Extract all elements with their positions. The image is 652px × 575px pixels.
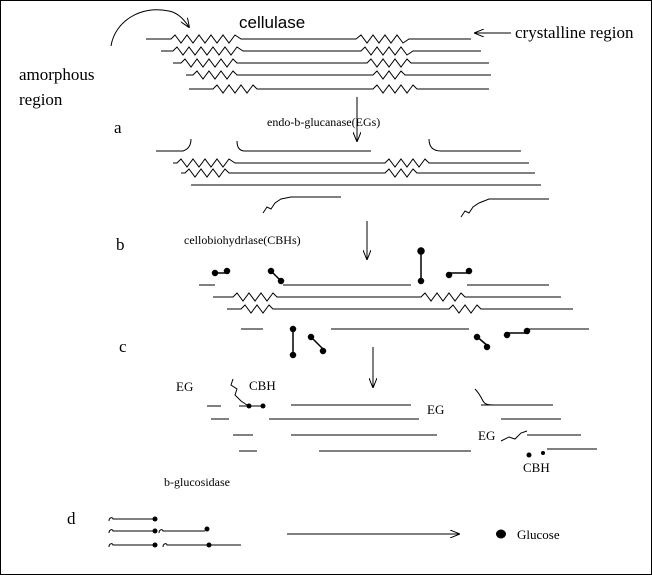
cellulose-chain [173,158,529,168]
cellobiose-units-d [108,517,241,548]
step-a-label: a [114,118,122,137]
cellulose-bundle-b [199,284,589,330]
cellulose-chain [161,46,481,56]
enzymes-bound-b [211,247,473,285]
cellulose-chain [189,84,489,94]
cellulose-chain [146,34,471,44]
cut-chain-end [156,138,192,152]
cut-chain-end [262,196,341,214]
cut-chain-end [428,138,521,152]
eg-label-2: EG [427,402,444,417]
cellulose-chain [227,304,573,314]
enzyme-heads-c [246,403,545,458]
released-cellobiose-c [289,325,531,359]
amorphous-region-label-2: region [19,90,63,109]
amorphous-pointer-curve [110,9,189,47]
cbh-label-1: CBH [249,378,276,393]
glucose-dots-d [152,516,212,548]
cut-chain-end [236,140,371,152]
cellulose-chain [173,58,489,68]
eg-label-3: EG [478,428,495,443]
cbh-label-2: CBH [523,460,550,475]
cellulase-label: cellulase [239,13,305,32]
eg-label-1: EG [176,379,193,394]
cellulose-chain [181,168,535,178]
step-b-label: b [116,235,125,254]
cellulose-bundle-a [156,138,549,218]
glucose-label: Glucose [517,527,560,542]
b-glucosidase-label: b-glucosidase [164,475,230,489]
endoglucanase-label: endo-b-glucanase(EGs) [267,115,380,129]
cellulose-chain [186,70,491,80]
crystalline-region-label: crystalline region [515,23,634,42]
cellulose-bundle-c [207,404,597,452]
cellobiohydrolase-label: cellobiohydrlase(CBHs) [184,233,301,247]
step-c-label: c [119,337,127,356]
cellulose-bundle-top [146,34,491,94]
step-d-label: d [67,509,76,528]
amorphous-region-label-1: amorphous [19,65,95,84]
cellulose-chain [213,292,561,302]
cut-chain-end [460,198,549,218]
glucose-molecule [496,529,506,539]
